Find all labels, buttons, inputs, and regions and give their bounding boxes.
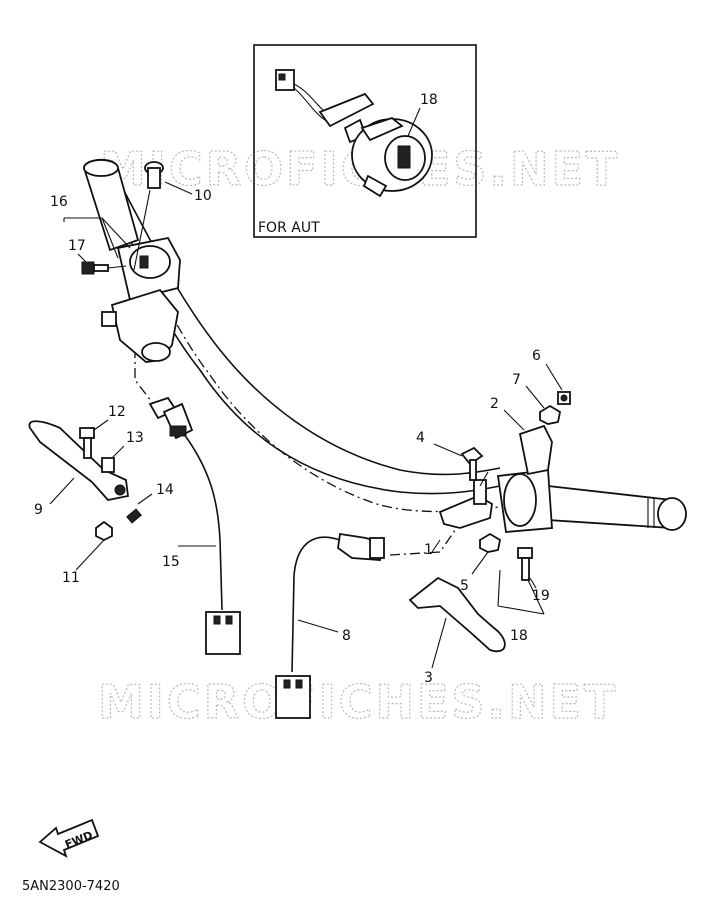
washer-7-icon xyxy=(539,404,562,425)
callout-18-inset: 18 xyxy=(420,92,438,108)
inset-switch-icon xyxy=(318,92,433,198)
callout-18: 18 xyxy=(510,628,528,644)
collar-13-icon xyxy=(101,457,115,473)
left-grip-icon xyxy=(83,158,140,252)
callout-14: 14 xyxy=(156,482,174,498)
callout-5: 5 xyxy=(460,578,469,594)
right-grip-icon xyxy=(547,484,687,531)
fwd-arrow-icon: FWD xyxy=(38,818,100,858)
right-lever-icon xyxy=(408,576,506,653)
switch-8-icon xyxy=(337,532,386,561)
watermark-bottom: MICROFICHES.NET xyxy=(98,675,618,729)
bolt-19-icon xyxy=(517,547,533,581)
bolt-4-icon xyxy=(460,446,484,481)
callout-10: 10 xyxy=(194,188,212,204)
screw-6-icon xyxy=(557,391,571,405)
callout-11: 11 xyxy=(62,570,80,586)
callout-19: 19 xyxy=(532,588,550,604)
screw-14-icon xyxy=(126,493,153,524)
inset-label: FOR AUT xyxy=(258,220,320,236)
callout-7: 7 xyxy=(512,372,521,388)
callout-9: 9 xyxy=(34,502,43,518)
lever-bracket-1-icon xyxy=(438,479,493,529)
screw-17-icon xyxy=(81,261,109,275)
nut-11-icon xyxy=(95,520,113,542)
callout-16: 16 xyxy=(50,194,68,210)
right-holder-icon xyxy=(496,424,553,533)
callout-15: 15 xyxy=(162,554,180,570)
inset-for-aut: FOR AUT 18 xyxy=(253,44,477,238)
screw-10-icon xyxy=(144,161,164,189)
left-lever-icon xyxy=(28,420,129,501)
callout-4: 4 xyxy=(416,430,425,446)
callout-2: 2 xyxy=(490,396,499,412)
callout-17: 17 xyxy=(68,238,86,254)
callout-1: 1 xyxy=(424,542,433,558)
callout-3: 3 xyxy=(424,670,433,686)
left-switch-assembly-icon xyxy=(101,236,181,363)
switch-15-icon xyxy=(148,396,194,440)
nut-5-icon xyxy=(479,532,502,553)
callout-13: 13 xyxy=(126,430,144,446)
bolt-12-icon xyxy=(79,427,95,459)
connector-8-icon xyxy=(275,675,311,719)
connector-15-icon xyxy=(205,611,241,655)
callout-8: 8 xyxy=(342,628,351,644)
part-code: 5AN2300-7420 xyxy=(22,879,120,894)
callout-12: 12 xyxy=(108,404,126,420)
callout-6: 6 xyxy=(532,348,541,364)
